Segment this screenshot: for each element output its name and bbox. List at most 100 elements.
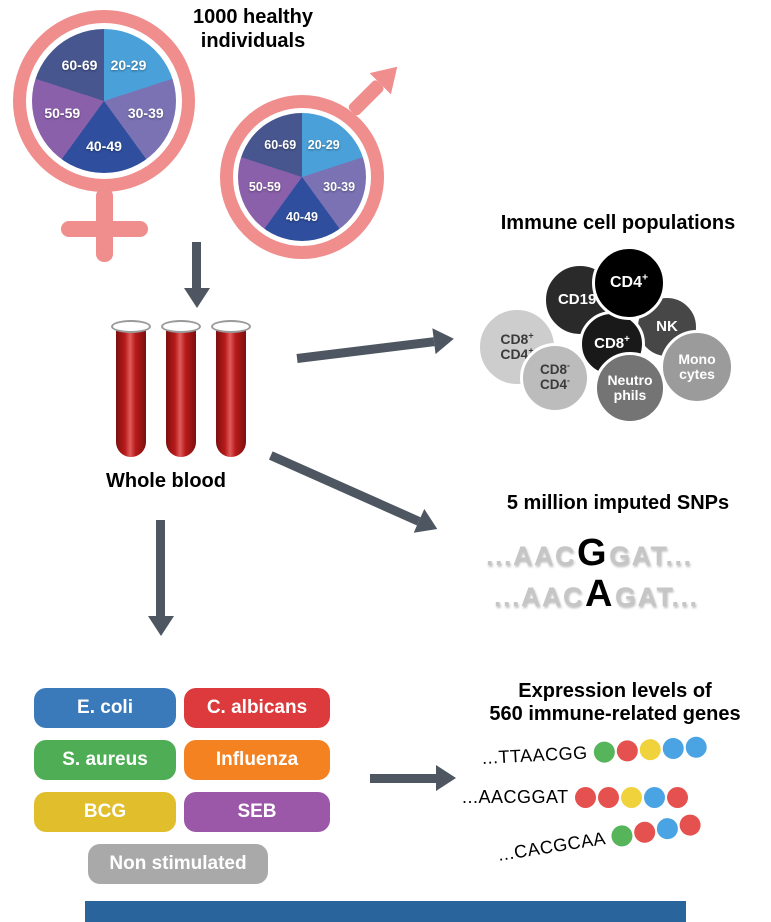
age-segment-label: 60-69 [264, 138, 297, 152]
cell-label-line: CD8+ [594, 333, 630, 352]
arrow-head [147, 616, 174, 636]
bead-blue [661, 737, 684, 760]
blood-tube [161, 320, 201, 462]
cell-label-line: Mono [678, 350, 716, 367]
study-title-line2: individuals [200, 30, 306, 52]
male-arrow-shaft [347, 78, 386, 117]
bead-green [592, 741, 616, 764]
arrow-shaft [269, 450, 421, 526]
stimulation-seb: SEB [184, 792, 330, 832]
age-segment-label: 40-49 [286, 209, 318, 224]
gene-read-3: ...CACGCAA [496, 813, 703, 866]
snp-sequence-suffix: GAT... [614, 582, 699, 612]
read-sequence: ...TTAACGG [481, 742, 589, 768]
cell-label-line: cytes [679, 366, 715, 382]
age-segment-label: 50-59 [248, 180, 281, 195]
stimulation-label: E. coli [77, 697, 133, 718]
tube-blood [216, 327, 246, 457]
immune-cells-title: Immune cell populations [500, 212, 736, 234]
cell-label-line: CD8- [540, 360, 570, 378]
tube-blood [116, 327, 146, 457]
read-sequence: ...CACGCAA [496, 828, 608, 865]
age-segment-label: 60-69 [61, 57, 98, 73]
expression-title-line1: Expression levels of [518, 680, 712, 702]
stimulation-label: C. albicans [206, 697, 308, 718]
blood-tube [111, 320, 151, 462]
bead-red [597, 787, 619, 808]
female-age-pie-chart: 20-29 30-39 40-49 50-59 60-69 [32, 29, 176, 173]
cell-neutrophils: Neutro phils [594, 352, 666, 424]
arrow-head [183, 288, 210, 308]
bead-red [632, 820, 657, 845]
read-sequence: ...AACGGAT [462, 787, 569, 807]
stimulation-influenza: Influenza [184, 740, 330, 780]
cell-label-line: CD4+ [500, 345, 534, 362]
whole-blood-label: Whole blood [106, 470, 226, 492]
age-segment-label: 20-29 [307, 138, 340, 152]
cell-monocytes: Mono cytes [660, 330, 734, 404]
cell-label-line: CD8+ [500, 330, 534, 347]
stimulation-non-stimulated: Non stimulated [88, 844, 268, 884]
study-title-line1: 1000 healthy [192, 6, 314, 28]
stimulation-e-coli: E. coli [34, 688, 176, 728]
stimulation-s-aureus: S. aureus [34, 740, 176, 780]
snp-sequence-prefix: ...AAC [486, 541, 576, 571]
bead-red [574, 787, 596, 808]
tube-lip [161, 320, 201, 333]
stimulation-label: S. aureus [62, 749, 148, 770]
stimulation-label: SEB [237, 801, 277, 822]
cell-label-line: Neutro [607, 371, 653, 388]
bead-green [609, 823, 634, 848]
cell-cd4pos: CD4+ [592, 246, 666, 320]
tube-lip [111, 320, 151, 333]
arrow-head [436, 765, 456, 791]
gene-read-2: ...AACGGAT [462, 787, 688, 808]
age-segment-label: 20-29 [110, 57, 147, 73]
stimulation-label: BCG [83, 801, 127, 822]
age-segment-label: 30-39 [323, 180, 356, 195]
arrow-individuals-to-blood [183, 242, 210, 308]
female-symbol-crossbar [61, 221, 148, 237]
footer-bar [85, 901, 686, 922]
arrow-blood-to-snps [265, 442, 443, 542]
stimulation-label: Influenza [215, 749, 299, 770]
arrow-shaft [192, 242, 201, 288]
snp-sequence-prefix: ...AAC [494, 582, 584, 612]
study-title: 1000 healthy individuals [163, 5, 343, 53]
bead-red [666, 787, 688, 808]
tube-blood [166, 327, 196, 457]
bead-blue [643, 787, 665, 808]
gene-read-1: ...TTAACGG [481, 736, 707, 769]
bead-red [678, 813, 703, 838]
snps-title: 5 million imputed SNPs [506, 492, 730, 514]
read-bead-row [608, 813, 703, 848]
tube-lip [211, 320, 251, 333]
read-bead-row [591, 736, 707, 764]
arrow-head [413, 509, 443, 541]
bead-blue [684, 736, 707, 759]
snp-sequence-suffix: GAT... [609, 541, 693, 571]
age-segment-label: 40-49 [86, 137, 122, 154]
read-bead-row [573, 787, 688, 808]
arrow-blood-to-stimulations [147, 520, 174, 636]
snp-highlight-allele: A [585, 573, 614, 615]
bead-yellow [638, 738, 661, 761]
bead-yellow [620, 787, 642, 808]
blood-tube [211, 320, 251, 462]
stimulation-label: Non stimulated [109, 853, 247, 874]
male-age-pie-chart: 20-29 30-39 40-49 50-59 60-69 [238, 113, 366, 241]
stimulation-bcg: BCG [34, 792, 176, 832]
arrow-stimulations-to-expression [370, 764, 456, 792]
arrow-shaft [296, 336, 435, 363]
blood-tubes-group [111, 320, 263, 465]
expression-title-line2: 560 immune-related genes [489, 703, 741, 725]
bead-blue [655, 816, 680, 841]
arrow-shaft [156, 520, 165, 616]
stimulation-c-albicans: C. albicans [184, 688, 330, 728]
cell-label-line: CD4+ [609, 273, 649, 292]
bead-red [615, 739, 639, 762]
cell-cd8neg-cd4neg: CD8- CD4- [520, 343, 590, 413]
